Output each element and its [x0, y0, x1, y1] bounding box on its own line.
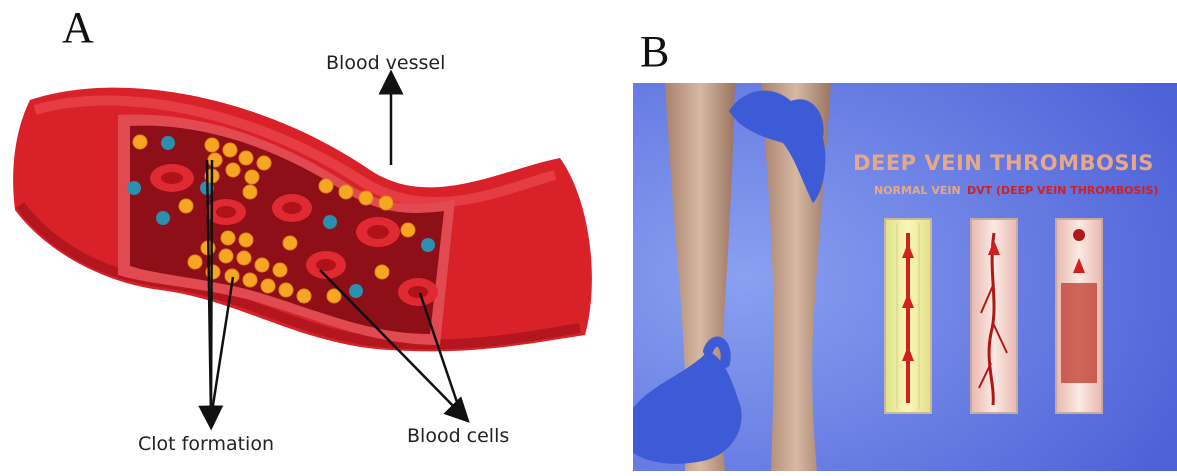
clot-particle — [223, 143, 237, 157]
blue-cell — [156, 211, 170, 225]
clot-particle — [239, 233, 253, 247]
dvt-photo-panel: DEEP VEIN THROMBOSIS NORMAL VEIN DVT (DE… — [633, 83, 1177, 471]
clot-particle — [257, 156, 271, 170]
clot-particle — [319, 179, 333, 193]
vessel-illustration — [0, 0, 620, 471]
blue-cell — [161, 136, 175, 150]
clot-particle — [283, 236, 297, 250]
clot-particle — [261, 279, 275, 293]
clot-particle — [133, 135, 147, 149]
clot-particle — [205, 138, 219, 152]
label-clot-formation: Clot formation — [138, 433, 274, 455]
clot-particle — [359, 191, 373, 205]
red-cell — [408, 286, 428, 298]
blue-cell — [421, 238, 435, 252]
red-cell — [367, 225, 389, 239]
clot-particle — [243, 273, 257, 287]
clot-particle — [221, 231, 235, 245]
clot-particle — [226, 163, 240, 177]
clot-particle — [279, 283, 293, 297]
clot-particle — [273, 263, 287, 277]
clot-particle — [243, 185, 257, 199]
label-blood-vessel: Blood vessel — [326, 52, 445, 74]
label-blood-cells: Blood cells — [407, 425, 509, 447]
clot-particle — [379, 196, 393, 210]
dvt-card-title: DEEP VEIN THROMBOSIS — [834, 151, 1173, 175]
clot-particle — [188, 255, 202, 269]
blue-cell — [127, 181, 141, 195]
label-dvt: DVT (DEEP VEIN THROMBOSIS) — [967, 184, 1158, 197]
blue-cell — [349, 284, 363, 298]
red-cell — [282, 202, 302, 214]
panel-label-b: B — [640, 30, 669, 74]
clot-particle — [245, 170, 259, 184]
arrow-clot-2 — [211, 160, 212, 418]
clot-particle — [255, 258, 269, 272]
red-cell — [161, 172, 183, 184]
red-cell — [216, 206, 236, 218]
blue-cell — [323, 215, 337, 229]
clot-particle — [237, 251, 251, 265]
clot-particle — [297, 289, 311, 303]
label-normal-vein: NORMAL VEIN — [874, 184, 961, 197]
clot-particle — [179, 199, 193, 213]
clot-particle — [208, 153, 222, 167]
red-cell — [316, 259, 336, 271]
clot-particle — [327, 289, 341, 303]
clot-particle — [339, 185, 353, 199]
dvt-info-card: DEEP VEIN THROMBOSIS NORMAL VEIN DVT (DE… — [834, 127, 1173, 445]
clot-particle — [239, 151, 253, 165]
clot-particle — [219, 249, 233, 263]
clot-particle — [375, 265, 389, 279]
blood-vessel-diagram: Blood vessel Clot formation Blood cells — [0, 0, 620, 471]
clot-particle — [401, 223, 415, 237]
